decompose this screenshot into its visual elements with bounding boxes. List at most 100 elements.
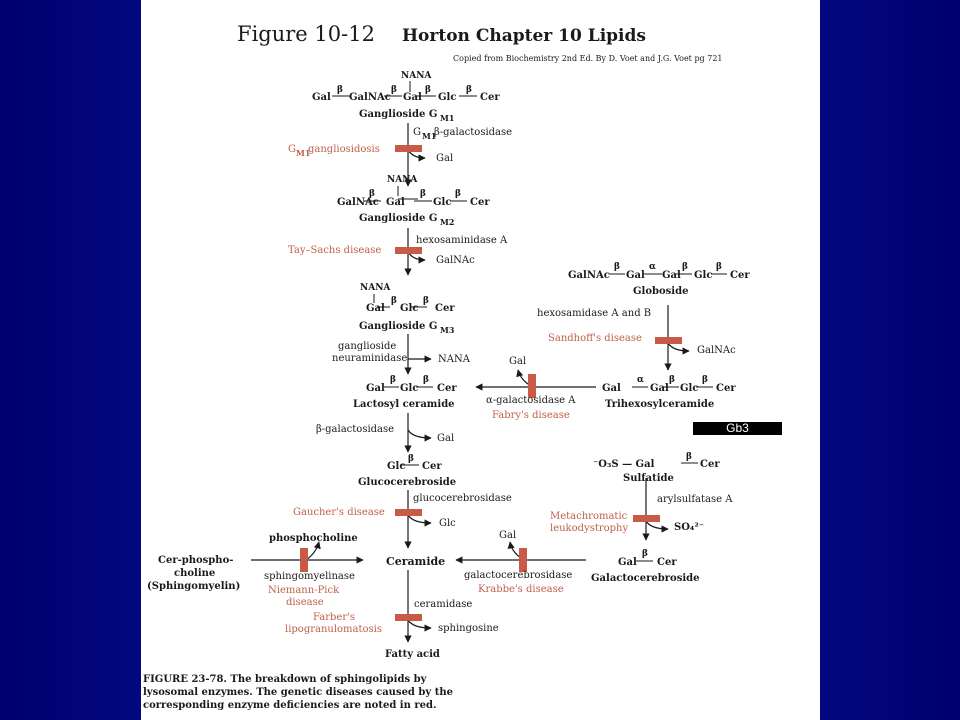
- gm2-galnac: GalNAc: [337, 197, 379, 208]
- glob-name: Globoside: [633, 286, 689, 297]
- gm2-gal: Gal: [386, 197, 405, 208]
- galcer-product: Gal: [499, 530, 517, 541]
- gm1-disease-sub: M1: [296, 148, 311, 158]
- glob-bond3: β: [682, 262, 688, 272]
- gm1-name: Ganglioside G: [359, 109, 438, 120]
- arylsulfatase-enzyme: arylsulfatase A: [657, 494, 733, 505]
- glob-cer: Cer: [730, 270, 750, 281]
- fabry-disease: Fabry's disease: [492, 410, 570, 421]
- caption-line2: lysosomal enzymes. The genetic diseases …: [143, 687, 453, 698]
- gm1-bond3: β: [425, 85, 431, 95]
- gm2-nana: NANA: [387, 175, 418, 185]
- ceramidase-enzyme: ceramidase: [414, 599, 473, 610]
- farber-2: lipogranulomatosis: [285, 624, 383, 635]
- gm1-product: Gal: [436, 153, 454, 164]
- galactocerebrosidase-enzyme: galactocerebrosidase: [464, 570, 573, 581]
- gluco-glc: Glc: [387, 461, 406, 472]
- gm1-disease: G: [288, 144, 296, 155]
- fatty-acid: Fatty acid: [385, 649, 440, 660]
- tri-bond2: β: [669, 375, 675, 385]
- gm1-cer: Cer: [480, 92, 500, 103]
- gm3-bond2: β: [423, 296, 429, 306]
- caption-line3: corresponding enzyme deficiencies are no…: [143, 700, 437, 711]
- gm3-glc: Glc: [400, 303, 419, 314]
- krabbe-disease: Krabbe's disease: [478, 584, 564, 595]
- gm1-bond1: β: [337, 85, 343, 95]
- gm3-sub: M3: [440, 325, 455, 335]
- gaucher-disease: Gaucher's disease: [293, 507, 385, 518]
- gm1-enzyme: G: [413, 127, 421, 138]
- gm2-bond2: β: [420, 189, 426, 199]
- glob-glc: Glc: [694, 270, 713, 281]
- gm2-bond3: β: [455, 189, 461, 199]
- glob-galnac: GalNAc: [568, 270, 610, 281]
- figure-number: Figure 10-12: [237, 22, 375, 46]
- gm1-nana: NANA: [401, 71, 432, 81]
- gm1-disease-rest: gangliosidosis: [308, 144, 380, 155]
- niemann-pick-1: Niemann-Pick: [268, 585, 340, 596]
- gm2-name: Ganglioside G: [359, 213, 438, 224]
- metachromatic-2: leukodystrophy: [550, 523, 629, 534]
- gb3-label: Gb3: [693, 422, 782, 435]
- sulf-name: Sulfatide: [623, 473, 674, 484]
- source-credit: Copied from Biochemistry 2nd Ed. By D. V…: [453, 54, 723, 63]
- gm3-nana: NANA: [360, 283, 391, 293]
- sm-line3: (Sphingomyelin): [147, 581, 241, 592]
- figure-panel: Figure 10-12 Horton Chapter 10 Lipids Co…: [141, 0, 820, 720]
- lac-bond1: β: [390, 375, 396, 385]
- gluco-name: Glucocerebroside: [358, 477, 457, 488]
- gm3-enzyme-1: ganglioside: [338, 341, 397, 352]
- sm-line2: choline: [174, 568, 216, 579]
- sulf-so3-gal: ⁻O₃S — Gal: [593, 459, 655, 470]
- gm1-sub: M1: [440, 113, 455, 123]
- niemann-pick-2: disease: [286, 597, 324, 608]
- gm1-bond2: β: [391, 85, 397, 95]
- glob-bond2: α: [649, 262, 656, 272]
- ceramide-name: Ceramide: [386, 555, 446, 568]
- gm3-cer: Cer: [435, 303, 455, 314]
- gm3-enzyme-2: neuraminidase: [332, 353, 408, 364]
- metachromatic-1: Metachromatic: [550, 511, 628, 522]
- gm1-enzyme-rest: β-galactosidase: [434, 127, 513, 138]
- glob-gal2: Gal: [662, 270, 681, 281]
- lac-enzyme: β-galactosidase: [316, 424, 395, 435]
- gm1-galnac: GalNAc: [349, 92, 391, 103]
- tri-glc: Glc: [680, 383, 699, 394]
- sphingosine: sphingosine: [438, 623, 499, 634]
- sphingomyelinase-enzyme: sphingomyelinase: [264, 571, 355, 582]
- lac-name: Lactosyl ceramide: [353, 399, 455, 410]
- tri-cer: Cer: [716, 383, 736, 394]
- gm2-enzyme: hexosaminidase A: [416, 235, 508, 246]
- glob-product: GalNAc: [697, 345, 736, 356]
- phosphocholine-product: phosphocholine: [269, 533, 358, 544]
- tri-bond1: α: [637, 375, 644, 385]
- galcer-cer: Cer: [657, 557, 677, 568]
- tri-gal: Gal: [602, 383, 621, 394]
- sandhoff-disease: Sandhoff's disease: [548, 333, 642, 344]
- gm2-sub: M2: [440, 217, 455, 227]
- gm1-enzyme-sub: M1: [422, 131, 437, 141]
- gm2-cer: Cer: [470, 197, 490, 208]
- lac-cer: Cer: [437, 383, 457, 394]
- gm2-disease: Tay–Sachs disease: [288, 245, 382, 256]
- glob-bond1: β: [614, 262, 620, 272]
- gm3-gal: Gal: [366, 303, 385, 314]
- gm1-gal: Gal: [312, 92, 331, 103]
- gm3-name: Ganglioside G: [359, 321, 438, 332]
- gm2-bond1: β: [369, 189, 375, 199]
- gm3-product: NANA: [438, 354, 470, 365]
- farber-1: Farber's: [313, 612, 355, 623]
- sm-line1: Cer-phospho-: [158, 555, 234, 566]
- tri-gal2: Gal: [650, 383, 669, 394]
- galcer-gal: Gal: [618, 557, 637, 568]
- gm3-bond1: β: [391, 296, 397, 306]
- lac-bond2: β: [423, 375, 429, 385]
- gm2-glc: Glc: [433, 197, 452, 208]
- gluco-bond: β: [408, 454, 414, 464]
- sulfate-product: SO₄²⁻: [674, 522, 704, 533]
- gm1-glc: Glc: [438, 92, 457, 103]
- glob-gal: Gal: [626, 270, 645, 281]
- sulf-bond: β: [686, 452, 692, 462]
- gluco-cer: Cer: [422, 461, 442, 472]
- gm1-gal2: Gal: [403, 92, 422, 103]
